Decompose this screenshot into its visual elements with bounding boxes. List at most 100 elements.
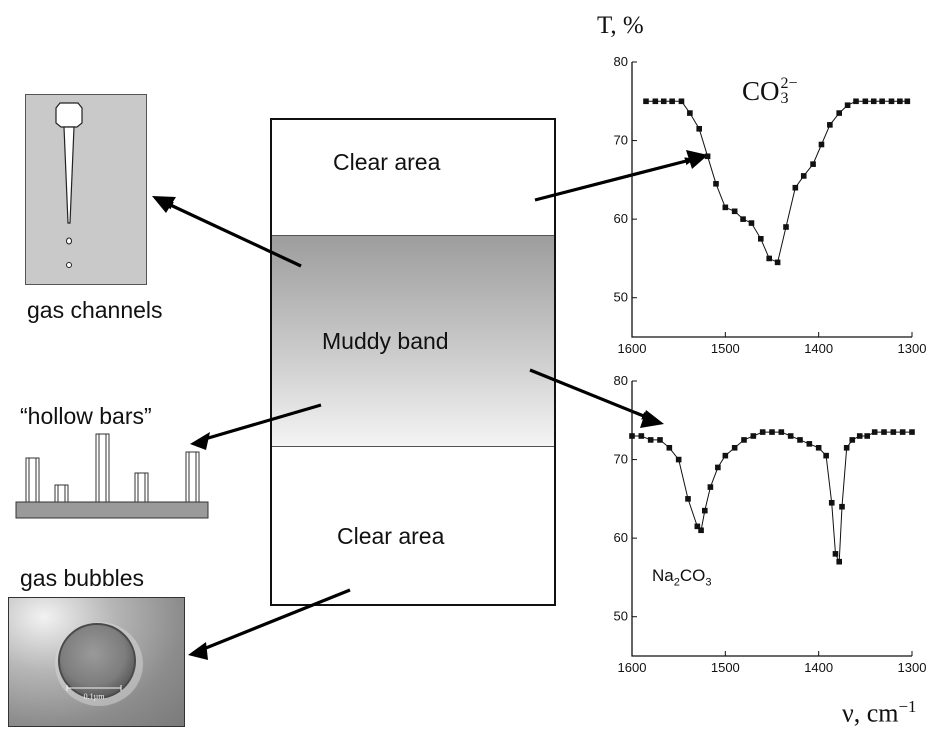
muddy-band-label: Muddy band	[322, 328, 449, 354]
gas-channels-image	[25, 94, 147, 285]
x-axis-label-exponent: −1	[898, 697, 917, 716]
na2co3-chart-data-point	[899, 429, 906, 435]
na2co3-chart-data-point	[638, 433, 645, 439]
co-subscript: 3	[705, 576, 712, 589]
na2co3-chart-y-tick-label: 70	[614, 452, 628, 467]
co3-chart-data-point	[704, 153, 711, 160]
na2co3-chart-y-tick-label: 60	[614, 530, 628, 545]
na2co3-chart-data-point	[698, 527, 704, 534]
co3-chart-x-tick-label: 1300	[898, 341, 927, 356]
gas-channel-drawing	[55, 102, 83, 268]
co-base: CO	[679, 566, 706, 585]
co3-chart-data-point	[800, 173, 807, 179]
na2co3-chart-data-point	[909, 429, 915, 435]
co3-chart-data-point	[774, 259, 781, 266]
arrow-to-na2co3-spectrum	[529, 368, 652, 421]
na2co3-chart-x-tick-label: 1400	[804, 660, 833, 675]
na2co3-chart-data-point	[769, 429, 775, 435]
co3-chart-data-point	[879, 98, 885, 105]
na2co3-chart-data-point	[657, 437, 663, 443]
na2co3-chart-data-point	[797, 437, 803, 443]
co3-chart-data-point	[652, 98, 659, 105]
co3-chart-data-point	[731, 208, 738, 215]
co3-base: CO	[742, 76, 780, 106]
co3-chart-data-point	[862, 98, 869, 105]
na-subscript: 2	[673, 576, 680, 589]
co3-chart-data-point	[897, 98, 903, 105]
na2co3-chart-data-point	[849, 437, 856, 443]
hollow-bars-label: “hollow bars”	[20, 403, 152, 429]
na2co3-chart-data-point	[715, 464, 721, 471]
arrow-to-co3-spectrum	[534, 157, 695, 202]
na2co3-chart-data-point	[629, 433, 635, 439]
na2co3-chart-x-tick-label: 1600	[618, 660, 647, 675]
na2co3-chart-data-point	[787, 433, 794, 439]
muddy-band-region	[272, 235, 554, 447]
na2co3-chart-data-point	[647, 437, 654, 443]
na2co3-chart-data-point	[675, 456, 682, 463]
co3-chart-data-point	[643, 98, 649, 105]
x-axis-label: ν, cm−1	[842, 697, 917, 729]
co3-chart-data-point	[792, 184, 799, 191]
na2co3-chart-data-point	[702, 507, 708, 514]
co3-chart-data-point	[748, 220, 755, 226]
co3-chart-data-point	[904, 98, 911, 105]
na2co3-chart-data-point	[694, 523, 701, 530]
y-axis-label: T, %	[597, 12, 644, 39]
co3-chart-x-tick-label: 1400	[804, 341, 833, 356]
co3-chart-data-point	[696, 125, 702, 132]
co3-chart-x-tick-label: 1500	[711, 341, 740, 356]
co3-chart-data-point	[827, 122, 833, 128]
na2co3-chart-data-point	[832, 551, 839, 557]
co3-chart-data-point	[669, 98, 675, 105]
na2co3-chart-data-point	[871, 429, 878, 435]
x-axis-label-base: ν, cm	[842, 698, 899, 728]
scale-bar-label: 0.1µm	[84, 692, 106, 701]
na2co3-chart-data-point	[881, 429, 887, 435]
gas-bubbles-label: gas bubbles	[20, 565, 145, 591]
na2co3-chart-data-point	[823, 452, 829, 459]
gas-bubble-micrograph: 0.1µm	[8, 597, 185, 727]
na-base: Na	[652, 566, 674, 585]
na2co3-annotation: Na2CO3	[652, 566, 712, 588]
co3-chart-data-point	[836, 110, 842, 116]
na2co3-chart-data-point	[759, 429, 766, 435]
na2co3-chart-data-point	[815, 444, 822, 451]
na2co3-chart-data-point	[731, 444, 738, 451]
na2co3-chart-series-line	[632, 431, 912, 562]
co3-chart-data-point	[810, 161, 816, 167]
na2co3-chart-data-point	[666, 444, 673, 451]
co3-chart-y-tick-label: 50	[614, 290, 628, 305]
na2co3-chart-data-point	[856, 433, 863, 439]
co3-chart-y-tick-label: 80	[614, 54, 628, 69]
na2co3-chart-data-point	[750, 433, 757, 439]
bubble-drawing: 0.1µm	[55, 622, 143, 706]
na2co3-chart-data-point	[806, 441, 813, 447]
na2co3-chart-y-tick-label: 80	[614, 373, 628, 388]
na2co3-chart-data-point	[843, 444, 850, 451]
na2co3-chart-data-point	[778, 429, 785, 435]
clear-area-top-label: Clear area	[333, 149, 441, 175]
co3-chart-data-point	[853, 98, 859, 105]
arrow-to-gas-channels	[163, 200, 302, 268]
arrow-to-hollow-bars	[197, 403, 322, 443]
co3-chart-data-point	[783, 224, 789, 230]
co3-chart-data-point	[660, 98, 667, 105]
gas-channels-label: gas channels	[27, 297, 163, 323]
co3-charge: 2−	[780, 75, 798, 93]
co3-chart-data-point	[678, 98, 685, 105]
co3-chart-y-tick-label: 70	[614, 133, 628, 148]
na2co3-chart-data-point	[839, 503, 845, 510]
co3-chart-y-tick-label: 60	[614, 211, 628, 226]
na2co3-chart-data-point	[722, 452, 729, 459]
co3-chart-data-point	[687, 110, 693, 116]
co3-chart-data-point	[818, 141, 825, 148]
clear-area-bottom-label: Clear area	[337, 523, 445, 549]
co3-chart-x-tick-label: 1600	[618, 341, 647, 356]
na2co3-chart-axes	[631, 381, 912, 657]
na2co3-chart-data-point	[707, 484, 714, 490]
co3-chart-data-point	[766, 255, 772, 262]
co3-chart-data-point	[870, 98, 877, 105]
